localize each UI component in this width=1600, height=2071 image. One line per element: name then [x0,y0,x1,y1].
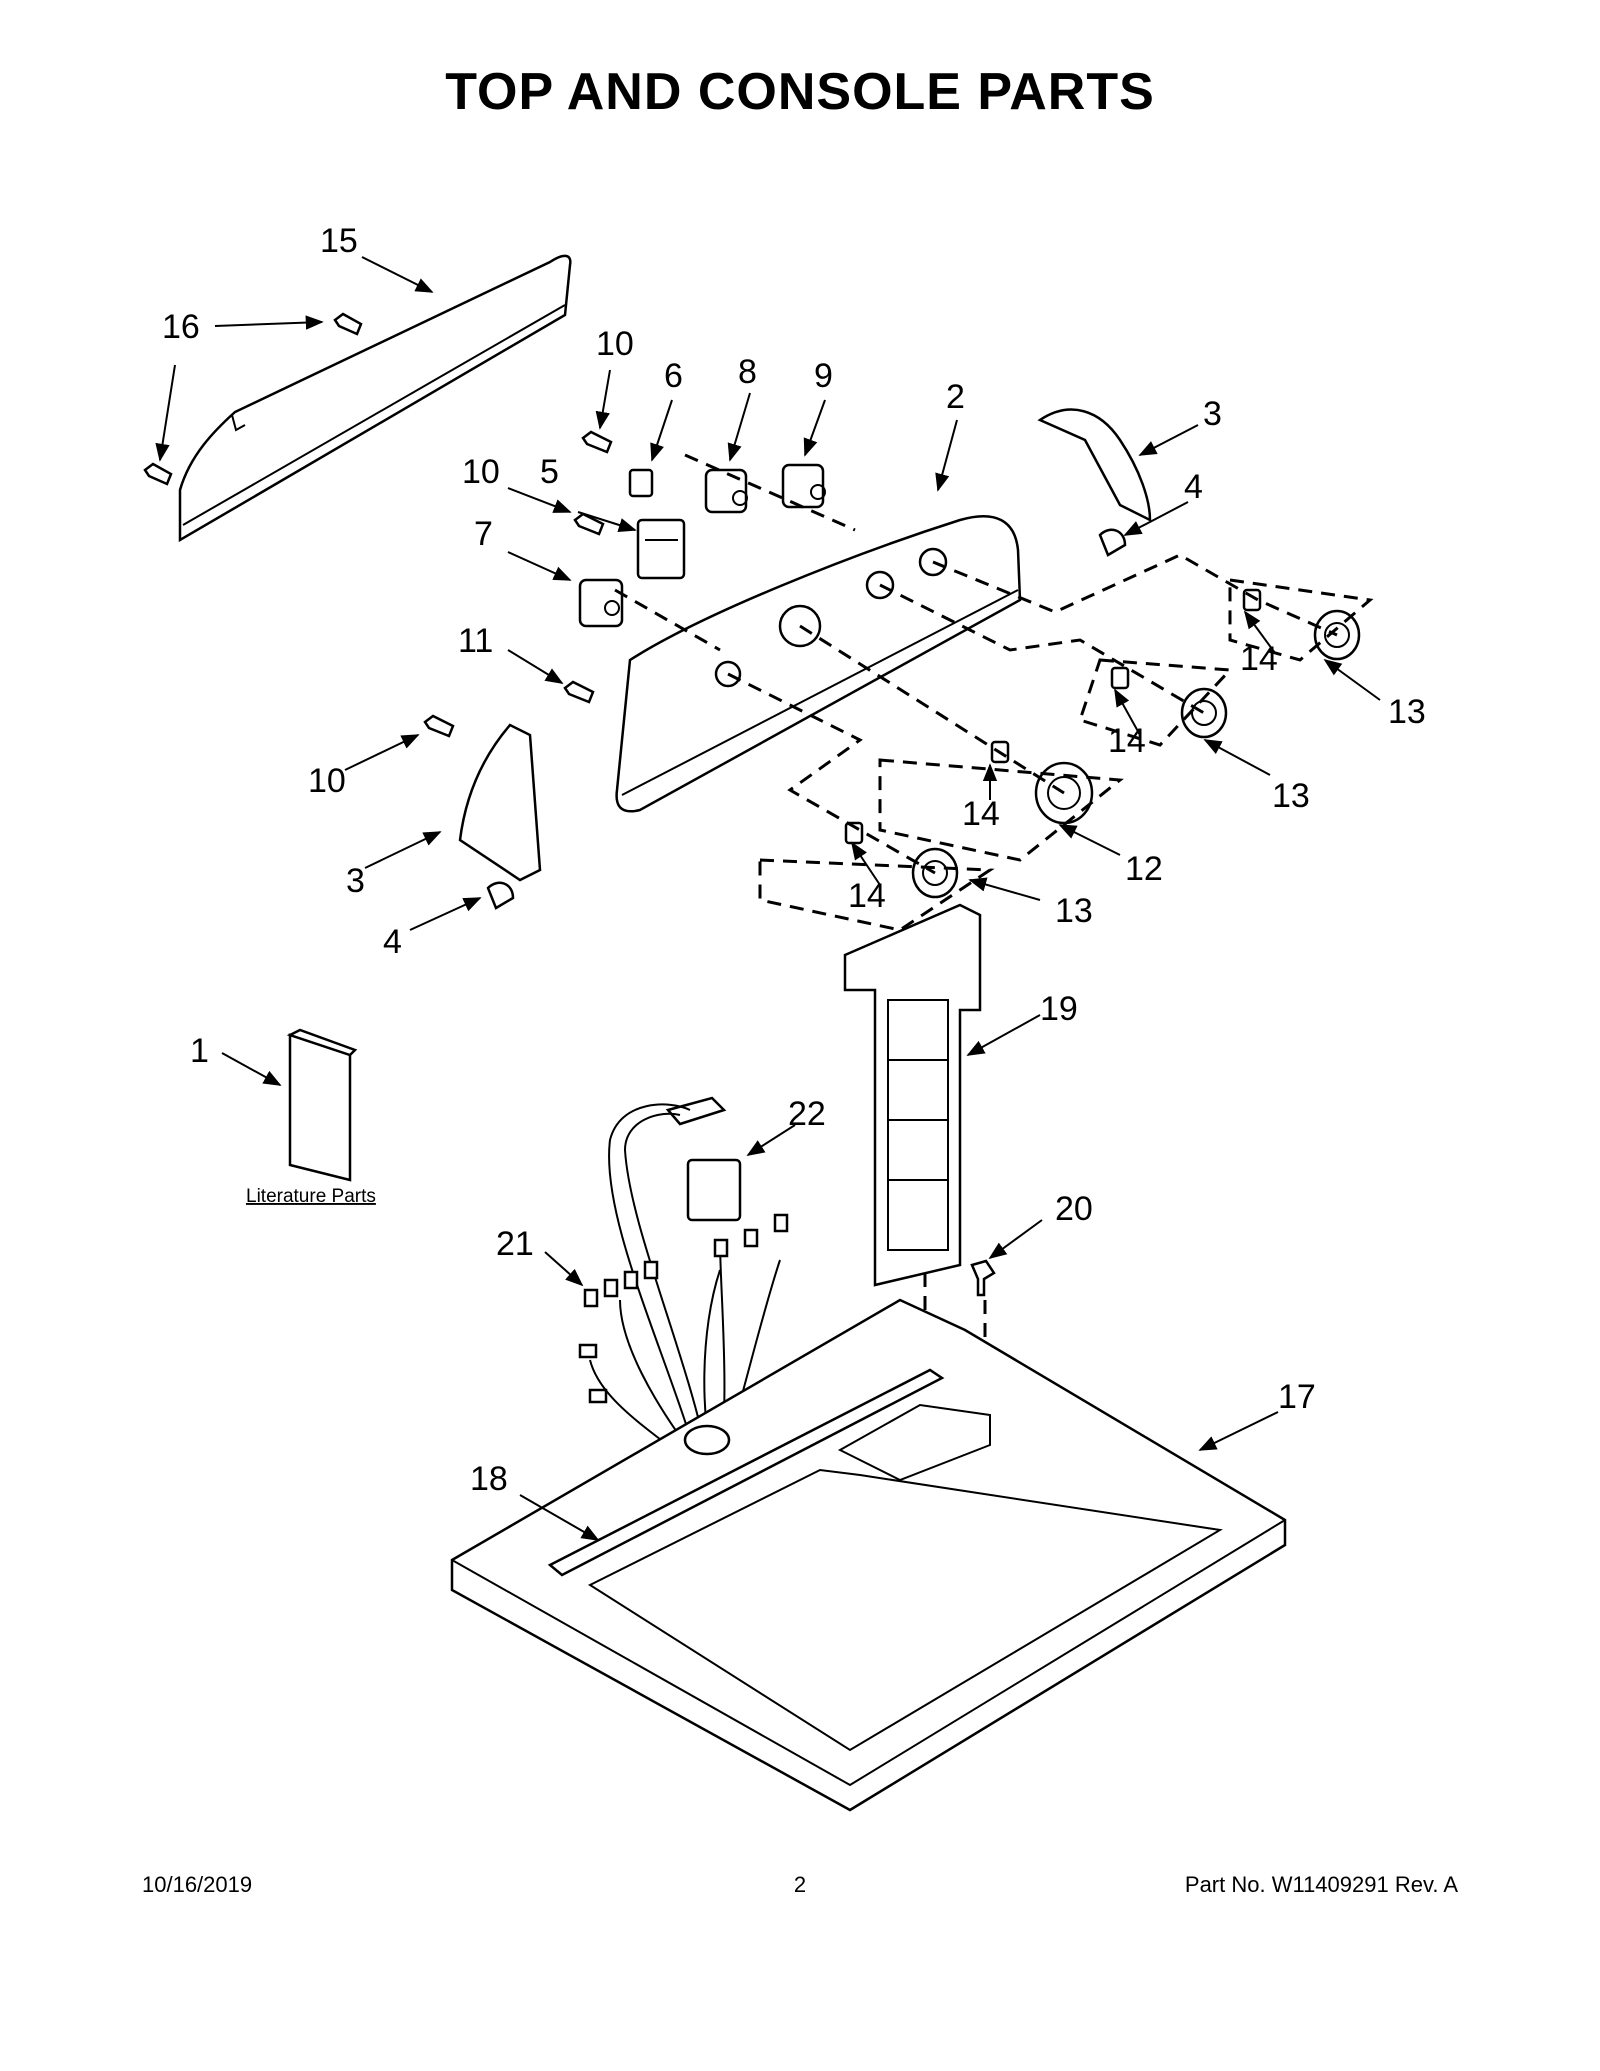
screw-part-16 [143,312,363,486]
callout-10: 10 [462,453,500,491]
callout-21: 21 [496,1225,534,1263]
callout-12: 12 [1125,850,1163,888]
switch-part-6 [628,468,654,498]
callout-13: 13 [1388,693,1426,731]
end-cap-part-3 [458,408,1152,882]
callout-1: 1 [190,1032,209,1070]
callout-20: 20 [1055,1190,1093,1228]
alignment-lines [614,453,1374,1420]
screw-part-20 [970,1259,996,1297]
callout-15: 15 [320,222,358,260]
footer-part-number: Part No. W11409291 Rev. A [1184,1872,1458,1897]
callout-10: 10 [308,762,346,800]
callout-2: 2 [946,378,965,416]
leader-lines [155,256,1381,1541]
callout-13: 13 [1272,777,1310,815]
callout-6: 6 [664,357,683,395]
top-panel-part-17 [450,1298,1287,1812]
screw-part-11 [563,680,595,704]
callout-8: 8 [738,353,757,391]
callout-13: 13 [1055,892,1093,930]
console-part-2 [615,515,1022,813]
switch-part-7 [578,578,624,628]
literature-part-1 [286,1028,358,1182]
callout-22: 22 [788,1095,826,1133]
callout-17: 17 [1278,1378,1316,1416]
page-title: TOP AND CONSOLE PARTS [445,63,1155,121]
footer-date: 10/16/2019 [142,1872,253,1897]
callout-10: 10 [596,325,634,363]
rear-panel-part-15 [178,254,572,543]
timer-part-5 [636,518,686,580]
literature-parts-label: Literature Parts [246,1186,376,1207]
switch-part-9 [781,463,826,509]
callout-16: 16 [162,308,200,346]
callout-5: 5 [540,453,559,491]
callout-3: 3 [346,862,365,900]
callout-18: 18 [470,1460,508,1498]
callout-3: 3 [1203,395,1222,433]
callout-14: 14 [1240,640,1278,678]
callout-14: 14 [848,877,886,915]
footer-page-number: 2 [793,1872,807,1897]
callout-4: 4 [383,923,402,961]
callout-19: 19 [1040,990,1078,1028]
screw-part-10 [423,430,613,738]
callout-labels: 15 16 10 6 8 9 2 3 4 10 5 7 11 10 3 4 14… [162,222,1426,1498]
callout-14: 14 [962,795,1000,833]
callout-4: 4 [1184,468,1203,506]
switch-part-8 [704,468,748,514]
shaft-part-14 [844,588,1262,845]
connector-part-22 [665,1096,742,1222]
callout-7: 7 [474,515,493,553]
strip-part-18 [547,1368,945,1577]
lint-screen-part-19 [843,903,982,1287]
callout-11: 11 [458,622,493,660]
callout-9: 9 [814,357,833,395]
clip-part-4 [486,528,1127,910]
callout-14: 14 [1108,722,1146,760]
